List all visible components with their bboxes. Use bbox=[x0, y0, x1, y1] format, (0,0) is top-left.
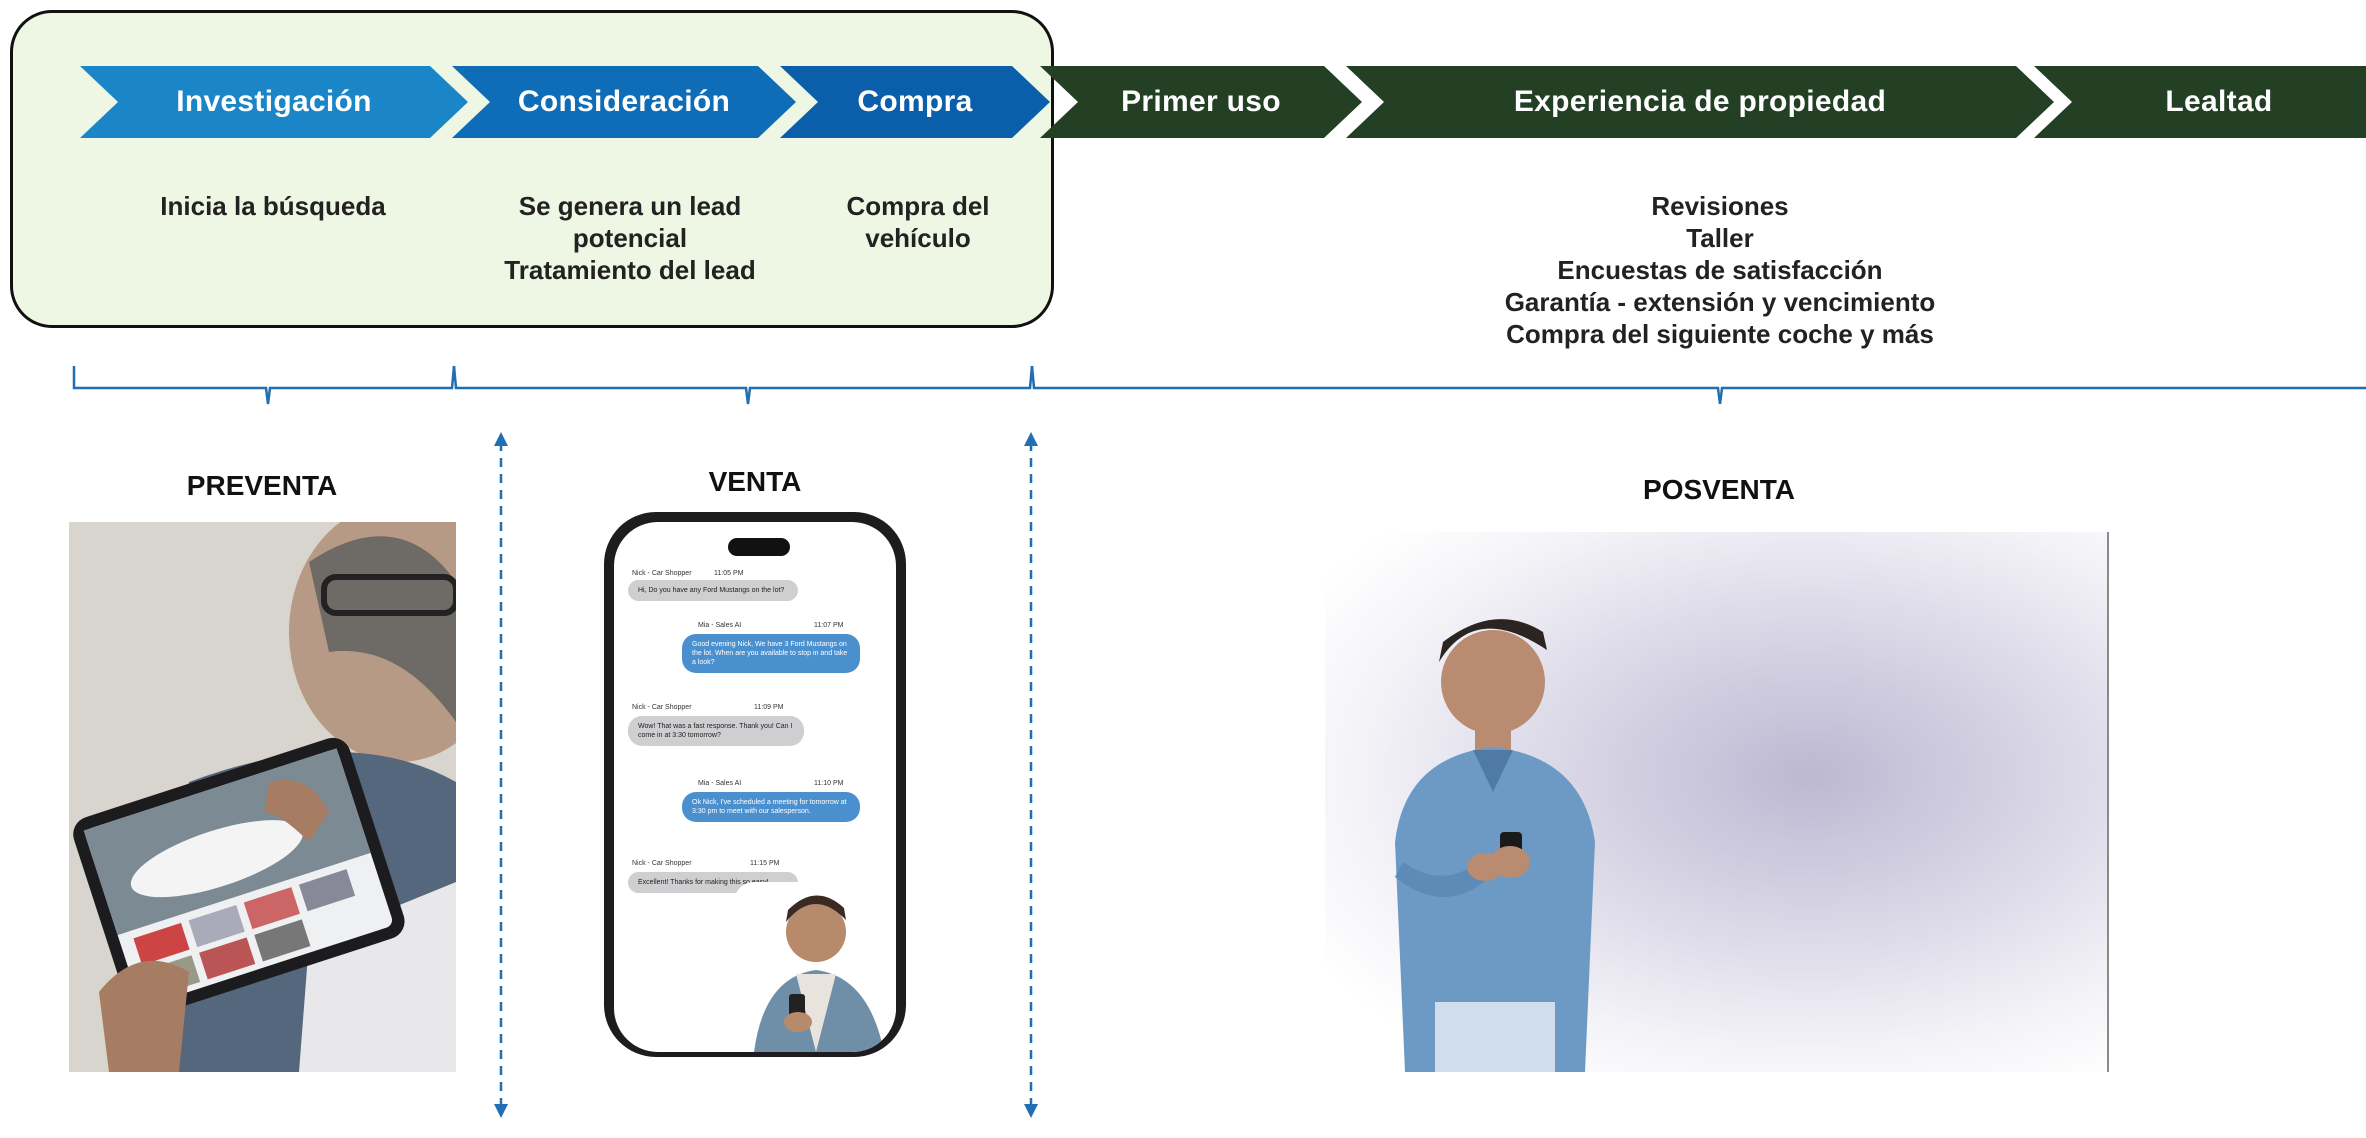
chevron-experiencia bbox=[1346, 66, 2054, 138]
description-investigacion: Inicia la búsqueda bbox=[120, 190, 426, 222]
description-line: Revisiones bbox=[1651, 191, 1789, 221]
chat-bubble-right: Good evening Nick, We have 3 Ford Mustan… bbox=[682, 634, 860, 673]
bracket-posventa bbox=[1030, 365, 2366, 405]
tablet-shopper-photo bbox=[69, 522, 456, 1072]
phase-dividers bbox=[494, 432, 1038, 1118]
description-line: Se genera un lead bbox=[518, 191, 742, 221]
owner-illustration bbox=[1395, 619, 1595, 1072]
chat-sender: Nick - Car Shopper bbox=[632, 570, 692, 577]
phase-title-venta: VENTA bbox=[708, 466, 802, 497]
stage-label-consideracion: Consideración bbox=[517, 85, 731, 118]
description-line: Garantía - extensión y vencimiento bbox=[1504, 287, 1936, 317]
description-propiedad: Revisiones Taller Encuestas de satisfacc… bbox=[1430, 190, 2010, 350]
phone-mockup: Nick - Car Shopper 11:05 PM Hi, Do you h… bbox=[604, 512, 906, 1057]
arrow-up-icon bbox=[1024, 432, 1038, 446]
chat-time: 11:10 PM bbox=[814, 780, 844, 787]
owner-with-phone-photo bbox=[1325, 532, 2107, 1072]
stage-label-lealtad: Lealtad bbox=[2165, 85, 2273, 118]
image-edge-line bbox=[2107, 532, 2109, 1072]
chat-time: 11:05 PM bbox=[714, 570, 744, 577]
arrow-down-icon bbox=[494, 1104, 508, 1118]
chat-time: 11:15 PM bbox=[750, 860, 780, 867]
stage-label-primer-uso: Primer uso bbox=[1121, 85, 1281, 118]
chat-sender: Mia - Sales AI bbox=[698, 780, 742, 787]
chat-time: 11:07 PM bbox=[814, 622, 844, 629]
description-line: potencial bbox=[572, 223, 688, 253]
phase-title-preventa: PREVENTA bbox=[186, 470, 338, 501]
description-line: Encuestas de satisfacción bbox=[1557, 255, 1883, 285]
chevron-consideracion bbox=[452, 66, 796, 138]
description-consideracion: Se genera un lead potencial Tratamiento … bbox=[470, 190, 790, 286]
description-line: Compra del bbox=[846, 191, 990, 221]
phone-notch bbox=[728, 538, 790, 556]
divider-venta-posventa bbox=[1024, 432, 1038, 1118]
stage-label-compra: Compra bbox=[857, 85, 973, 118]
stage-label-investigacion: Investigación bbox=[176, 85, 372, 118]
bracket-preventa bbox=[72, 365, 456, 405]
tablet-shopper-illustration bbox=[69, 522, 456, 1072]
chat-bubble-right: Ok Nick, I've scheduled a meeting for to… bbox=[682, 792, 860, 822]
chat-sender: Nick - Car Shopper bbox=[632, 860, 692, 867]
chat-time: 11:09 PM bbox=[754, 704, 784, 711]
description-line: vehículo bbox=[865, 223, 971, 253]
chevron-primer-uso bbox=[1040, 66, 1362, 138]
phase-brackets bbox=[72, 365, 2366, 405]
chat-bubble-left: Wow! That was a fast response. Thank you… bbox=[628, 716, 804, 746]
chat-sender: Mia - Sales AI bbox=[698, 622, 742, 629]
chat-bubble-left: Hi, Do you have any Ford Mustangs on the… bbox=[628, 580, 798, 601]
chevron-investigacion bbox=[80, 66, 468, 138]
description-compra: Compra del vehículo bbox=[820, 190, 1016, 254]
journey-chevron-bar bbox=[80, 66, 2366, 138]
description-line: Tratamiento del lead bbox=[504, 255, 756, 285]
chevron-lealtad bbox=[2034, 66, 2366, 138]
description-line: Taller bbox=[1686, 223, 1754, 253]
description-line: Compra del siguiente coche y más bbox=[1506, 319, 1934, 349]
chat-sender: Nick - Car Shopper bbox=[632, 704, 692, 711]
phone-user-photo bbox=[734, 882, 896, 1052]
phase-title-posventa: POSVENTA bbox=[1643, 474, 1795, 505]
divider-preventa-venta bbox=[494, 432, 508, 1118]
description-line: Inicia la búsqueda bbox=[160, 191, 386, 221]
chevron-compra bbox=[780, 66, 1050, 138]
stage-label-experiencia: Experiencia de propiedad bbox=[1513, 85, 1887, 118]
phone-screen: Nick - Car Shopper 11:05 PM Hi, Do you h… bbox=[614, 522, 896, 1052]
bracket-venta bbox=[452, 365, 1034, 405]
arrow-up-icon bbox=[494, 432, 508, 446]
pre-sale-highlight-box bbox=[10, 10, 1054, 328]
arrow-down-icon bbox=[1024, 1104, 1038, 1118]
